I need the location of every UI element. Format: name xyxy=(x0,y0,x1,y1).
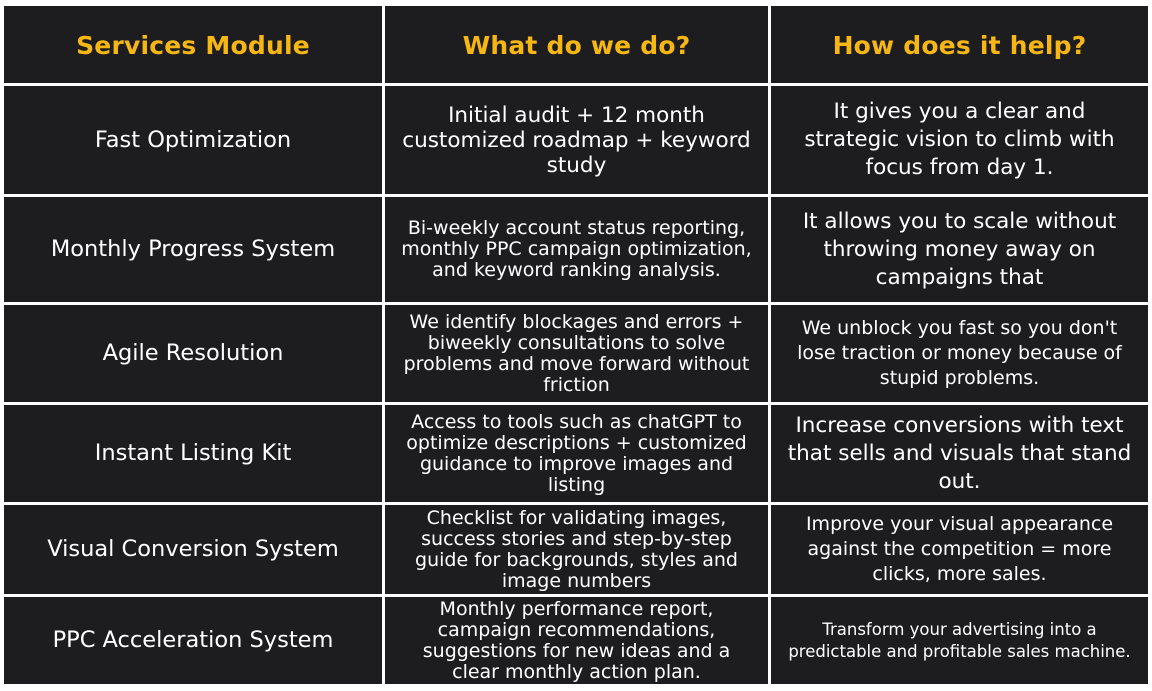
module-name-cell: Monthly Progress System xyxy=(4,197,382,302)
what-we-do-cell: Checklist for validating images, success… xyxy=(385,505,768,594)
module-name-cell: Visual Conversion System xyxy=(4,505,382,594)
what-we-do-cell: Bi-weekly account status reporting, mont… xyxy=(385,197,768,302)
what-we-do-cell: Monthly performance report, campaign rec… xyxy=(385,597,768,684)
module-name-cell: Fast Optimization xyxy=(4,86,382,194)
what-we-do-cell: Access to tools such as chatGPT to optim… xyxy=(385,405,768,502)
how-it-helps-cell: It allows you to scale without throwing … xyxy=(771,197,1148,302)
module-name-cell: Instant Listing Kit xyxy=(4,405,382,502)
how-it-helps-cell: Improve your visual appearance against t… xyxy=(771,505,1148,594)
module-name-cell: Agile Resolution xyxy=(4,305,382,402)
how-it-helps-cell: Increase conversions with text that sell… xyxy=(771,405,1148,502)
services-table: Services Module What do we do? How does … xyxy=(4,6,1148,684)
what-we-do-cell: We identify blockages and errors + biwee… xyxy=(385,305,768,402)
header-how-does-it-help: How does it help? xyxy=(771,6,1148,83)
header-what-do-we-do: What do we do? xyxy=(385,6,768,83)
header-services-module: Services Module xyxy=(4,6,382,83)
how-it-helps-cell: We unblock you fast so you don't lose tr… xyxy=(771,305,1148,402)
what-we-do-cell: Initial audit + 12 month customized road… xyxy=(385,86,768,194)
how-it-helps-cell: It gives you a clear and strategic visio… xyxy=(771,86,1148,194)
how-it-helps-cell: Transform your advertising into a predic… xyxy=(771,597,1148,684)
module-name-cell: PPC Acceleration System xyxy=(4,597,382,684)
